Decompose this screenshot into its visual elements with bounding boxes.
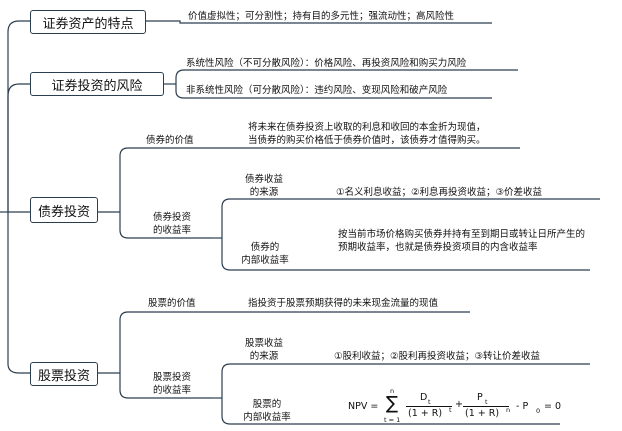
- formula-num1-sub: t: [428, 398, 431, 406]
- stock-income-source-label: 股票收益 的来源: [244, 338, 283, 362]
- formula-den1-sup: t: [449, 406, 452, 414]
- node-securities-features[interactable]: 证券资产的特点: [30, 10, 146, 34]
- node-securities-risk[interactable]: 证券投资的风险: [30, 72, 164, 96]
- securities-features-desc: 价值虚拟性；可分割性；持有目的多元性；强流动性；高风险性: [188, 11, 455, 22]
- formula-num2-sub: t: [485, 398, 488, 406]
- bond-value-label: 债券的价值: [146, 135, 194, 146]
- formula-lhs: NPV =: [348, 401, 379, 412]
- npv-formula: NPV = n ∑ t = 1 D t (1 + R) t + P t (1 +…: [348, 387, 568, 424]
- node-stock-investment[interactable]: 股票投资: [30, 362, 98, 386]
- formula-den2: (1 + R): [465, 408, 500, 419]
- bond-irr-label: 债券的 内部收益率: [241, 242, 289, 266]
- formula-num1: D: [420, 392, 428, 403]
- formula-rhs: = 0: [544, 401, 562, 412]
- formula-sum-top: n: [390, 387, 395, 395]
- formula-fraction-bar-1: [406, 406, 452, 407]
- unsystematic-risk-desc: 非系统性风险（可分散风险）：违约风险、变现风险和破产风险: [186, 85, 448, 96]
- systematic-risk-desc: 系统性风险（不可分散风险）：价格风险、再投资风险和购买力风险: [186, 58, 467, 69]
- formula-sum-bottom: t = 1: [384, 416, 401, 424]
- bond-yield-label: 债券投资 的收益率: [152, 212, 191, 236]
- formula-den2-sup: n: [506, 406, 511, 414]
- formula-tail: - P: [516, 401, 529, 412]
- bond-irr-desc: 按当前市场价格购买债券并持有至到期日或转让日所产生的预期收益率，也就是债券投资项…: [338, 229, 586, 253]
- formula-num2: P: [477, 392, 483, 403]
- bond-income-source-desc: ①名义利息收益；②利息再投资收益；③价差收益: [336, 187, 543, 198]
- formula-sum: ∑: [386, 393, 399, 414]
- formula-tail-sub: 0: [536, 407, 541, 415]
- stock-yield-label: 股票投资 的收益率: [152, 372, 191, 396]
- bond-value-desc-line2: 当债券的购买价格低于债券价值时，该债券才值得购买。: [248, 135, 486, 146]
- bond-value-desc-line1: 将未来在债券投资上收取的利息和收回的本金折为现值，: [248, 122, 486, 133]
- stock-irr-label: 股票的 内部收益率: [243, 399, 291, 423]
- stock-value-label: 股票的价值: [148, 298, 196, 309]
- formula-plus: +: [455, 399, 463, 410]
- node-bond-investment[interactable]: 债券投资: [30, 197, 98, 223]
- stock-income-source-desc: ①股利收益；②股利再投资收益；③转让价差收益: [334, 351, 541, 362]
- formula-den1: (1 + R): [408, 408, 443, 419]
- formula-fraction-bar-2: [463, 406, 509, 407]
- bond-income-source-label: 债券收益 的来源: [244, 174, 283, 198]
- stock-value-desc: 指投资于股票预期获得的未来现金流量的现值: [248, 298, 439, 309]
